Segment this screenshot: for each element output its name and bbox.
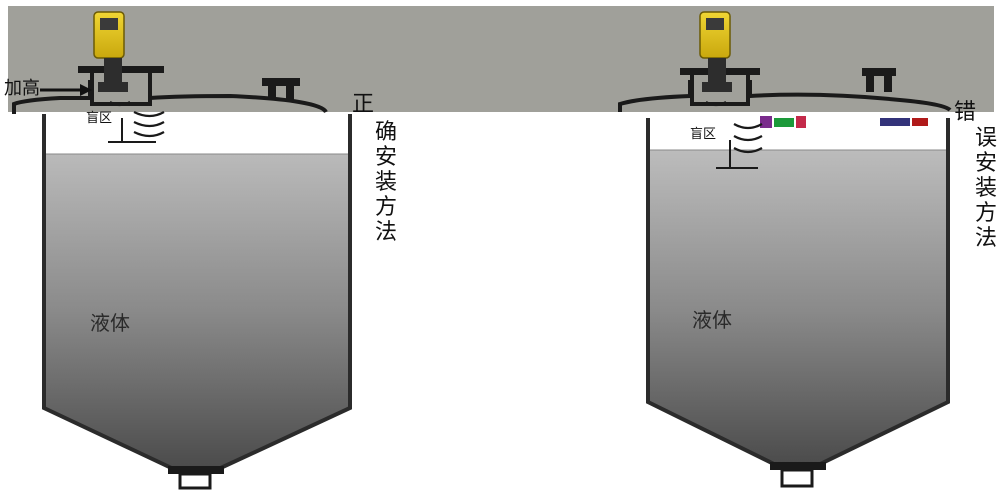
left-tank bbox=[12, 11, 352, 490]
left-liquid-label: 液体 bbox=[90, 311, 130, 335]
right-blind-zone-label: 盲区 bbox=[690, 127, 717, 142]
right-artifact-strip bbox=[760, 116, 928, 128]
left-level-sensor bbox=[93, 11, 128, 92]
right-tank bbox=[618, 11, 952, 488]
right-blind-zone-marker bbox=[716, 140, 758, 169]
left-sound-waves bbox=[109, 101, 165, 138]
left-tank-body bbox=[42, 114, 352, 474]
right-outlet bbox=[770, 462, 826, 488]
right-side-flange bbox=[862, 68, 896, 92]
right-caption-first-char: 错 bbox=[954, 100, 977, 125]
left-tank-roof bbox=[12, 80, 328, 114]
left-blind-zone-area bbox=[46, 114, 348, 154]
left-caption-first-char: 正 bbox=[352, 92, 375, 117]
right-caption: 误安装方法 bbox=[974, 126, 997, 251]
right-level-sensor bbox=[699, 11, 732, 92]
left-blind-zone-marker bbox=[108, 118, 156, 143]
left-outlet bbox=[168, 466, 224, 490]
left-side-flange bbox=[262, 78, 300, 100]
left-blind-zone-label: 盲区 bbox=[86, 111, 113, 126]
right-tank-body bbox=[646, 118, 950, 470]
right-tank-roof bbox=[618, 80, 952, 112]
right-sound-waves bbox=[705, 101, 763, 154]
left-nozzle-arrow bbox=[40, 84, 92, 96]
right-liquid-label: 液体 bbox=[692, 308, 732, 332]
left-nozzle-label: 加高 bbox=[4, 78, 40, 99]
left-caption: 确安装方法 bbox=[374, 120, 397, 245]
